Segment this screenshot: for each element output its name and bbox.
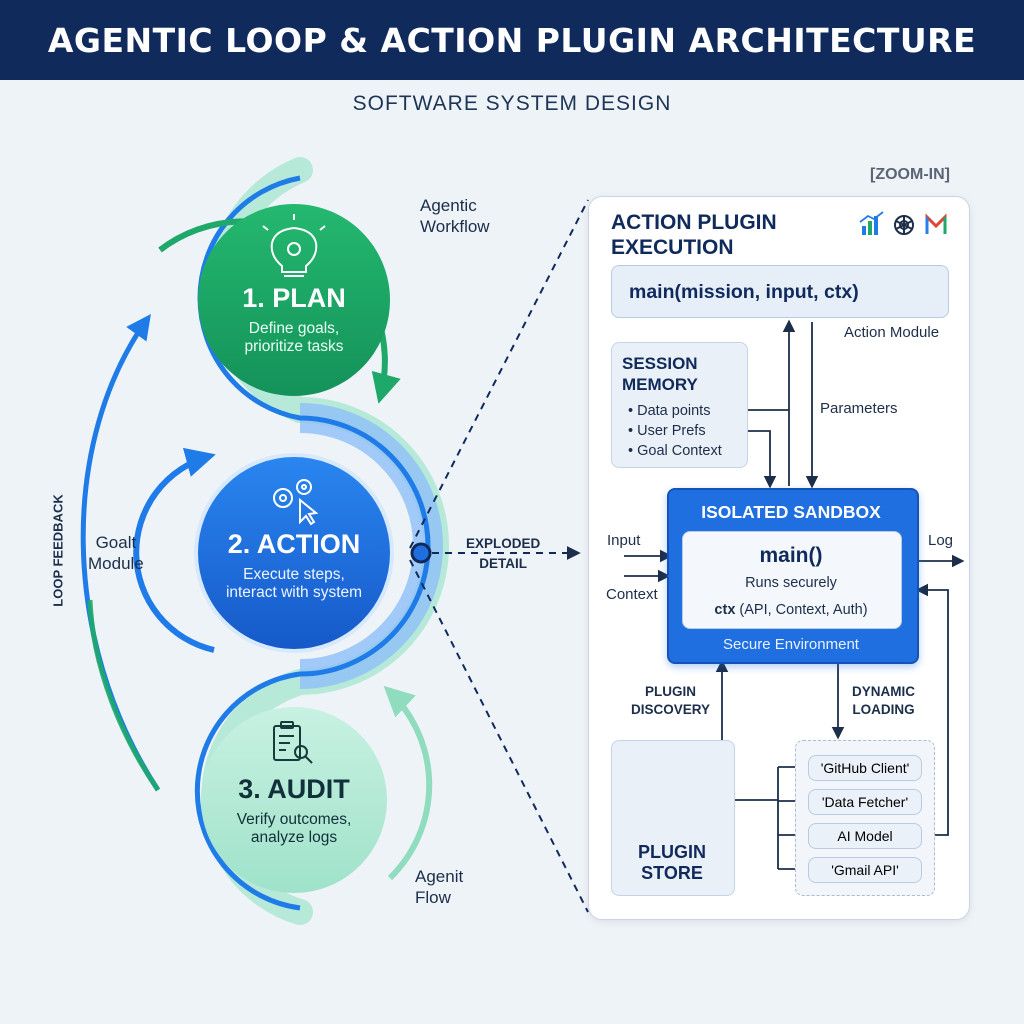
exploded-line-bottom [409,559,589,913]
plugin-store-box [611,740,735,896]
plugin-item: 'Data Fetcher' [808,789,922,815]
plugin-store-title: PLUGIN STORE [637,842,706,883]
audit-title: 3. AUDIT [238,774,350,804]
session-item: • Data points [628,403,711,419]
page-title: AGENTIC LOOP & ACTION PLUGIN ARCHITECTUR… [47,20,977,60]
title-bar: AGENTIC LOOP & ACTION PLUGIN ARCHITECTUR… [0,0,1024,80]
zoom-in-tag: [ZOOM-IN] [870,166,950,183]
exploded-anchor [410,542,432,564]
plan-title: 1. PLAN [242,283,346,313]
agenit-flow-label: Agenit Flow [415,867,464,907]
lightbulb-gear-icon [262,214,326,277]
goalt-module-label: Goalt Module [88,533,144,573]
exploded-line-top [409,199,589,549]
clipboard-search-icon [273,721,313,764]
audit-circle [201,707,387,893]
action-title: 2. ACTION [227,529,361,559]
action-desc-2: interact with system [225,584,363,601]
session-memory-title: SESSION MEMORY [622,354,698,394]
session-memory-box [611,342,748,468]
audit-text: 3. AUDIT Verify outcomes, analyze logs [200,774,388,847]
loop-feedback-label: LOOP FEEDBACK [50,494,66,607]
workflow-label: Agentic Workflow [420,196,490,236]
main-signature: main(mission, input, ctx) [629,281,859,303]
session-item: • User Prefs [628,423,706,439]
plugin-item: AI Model [808,823,922,849]
action-text: 2. ACTION Execute steps, interact with s… [196,529,392,602]
plugin-item: 'GitHub Client' [808,755,922,781]
context-label: Context [606,586,658,603]
plan-desc-2: prioritize tasks [244,338,344,355]
sandbox-runs: Runs securely [745,575,837,591]
action-module-label: Action Module [844,324,940,341]
audit-arc-arrow [383,685,433,881]
log-label: Log [928,532,954,549]
parameters-label: Parameters [820,400,898,417]
loop-feedback-green [87,599,161,792]
exploded-detail-label: EXPLODED DETAIL [466,536,541,571]
plan-circle [198,204,390,396]
session-memory-list: • Data points • User Prefs • Goal Contex… [628,401,722,461]
main-signature-box [611,265,949,318]
sandbox-main-box [682,531,902,629]
action-arc-arrow [133,447,216,653]
plan-desc-1: Define goals, [248,320,340,337]
sandbox-title: ISOLATED SANDBOX [701,502,881,522]
action-circle [194,453,394,653]
input-label: Input [607,532,641,549]
plan-text: 1. PLAN Define goals, prioritize tasks [198,283,390,356]
plugin-item: 'Gmail API' [808,857,922,883]
sandbox-main: main() [759,544,823,567]
action-desc-1: Execute steps, [243,566,345,583]
sandbox-ctx: ctx (API, Context, Auth) [714,602,868,618]
plugin-discovery-label: PLUGIN DISCOVERY [631,684,711,717]
session-item: • Goal Context [628,443,722,459]
dynamic-loading-label: DYNAMIC LOADING [852,684,915,717]
page-subtitle: SOFTWARE SYSTEM DESIGN [352,92,672,115]
audit-desc-1: Verify outcomes, [236,811,352,828]
gears-cursor-icon [273,479,319,526]
audit-desc-2: analyze logs [250,829,338,846]
sandbox-footer: Secure Environment [723,636,859,653]
panel-title: ACTION PLUGIN EXECUTION [611,211,777,259]
